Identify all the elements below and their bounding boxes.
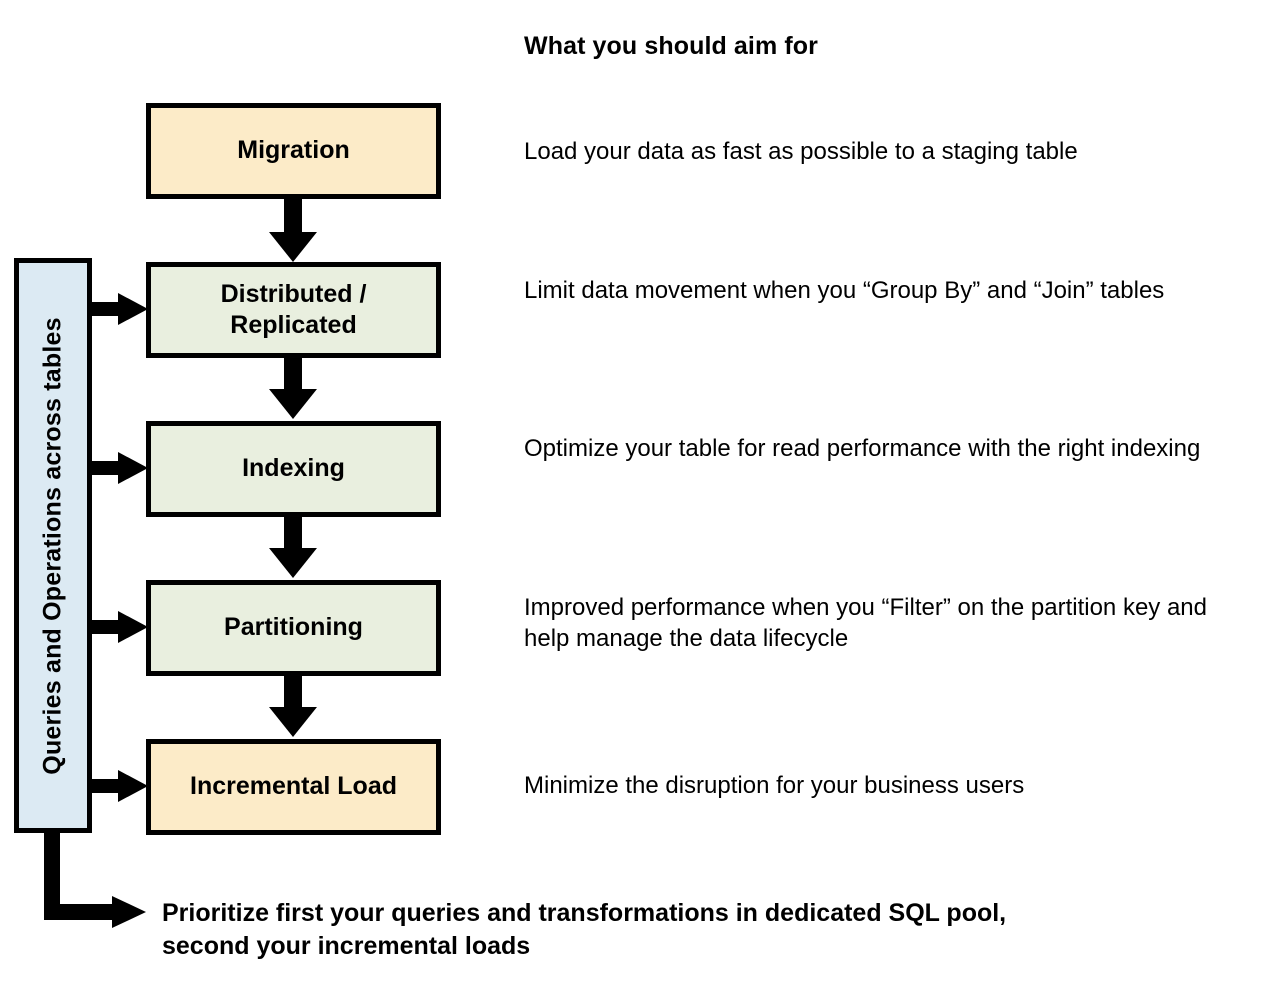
stage-description-migration: Load your data as fast as possible to a … bbox=[524, 138, 1078, 165]
page-title: What you should aim for bbox=[524, 32, 818, 60]
vertical-arrow-partitioning-to-incremental bbox=[269, 675, 317, 737]
footer-note-line-1: Prioritize first your queries and transf… bbox=[162, 899, 1007, 927]
elbow-arrow-to-footer bbox=[44, 828, 146, 928]
stage-box-indexing[interactable]: Indexing bbox=[146, 421, 441, 517]
stage-label-distributed-replicated: Distributed / Replicated bbox=[220, 279, 367, 339]
sidebar-arrow-indexing bbox=[90, 452, 148, 484]
stage-description-indexing: Optimize your table for read performance… bbox=[524, 435, 1201, 462]
vertical-arrow-migration-to-distributed bbox=[269, 198, 317, 262]
stage-description-distributed-replicated: Limit data movement when you “Group By” … bbox=[524, 277, 1165, 304]
stage-label-incremental-load: Incremental Load bbox=[190, 772, 397, 801]
queries-operations-bar-label: Queries and Operations across tables bbox=[38, 316, 67, 775]
vertical-arrow-indexing-to-partitioning bbox=[269, 516, 317, 578]
stage-label-indexing: Indexing bbox=[242, 454, 345, 483]
footer-note-line-2: second your incremental loads bbox=[162, 932, 531, 960]
stage-label-migration: Migration bbox=[237, 136, 350, 165]
footer-note: Prioritize first your queries and transf… bbox=[162, 897, 1212, 963]
stage-label-partitioning: Partitioning bbox=[224, 613, 363, 642]
sidebar-arrow-distributed bbox=[90, 293, 148, 325]
stage-box-incremental-load[interactable]: Incremental Load bbox=[146, 739, 441, 835]
sidebar-arrow-incremental bbox=[90, 770, 148, 802]
stage-box-migration[interactable]: Migration bbox=[146, 103, 441, 199]
vertical-arrow-distributed-to-indexing bbox=[269, 357, 317, 419]
sidebar-arrow-partitioning bbox=[90, 611, 148, 643]
stage-box-distributed-replicated[interactable]: Distributed / Replicated bbox=[146, 262, 441, 358]
stage-description-partitioning: Improved performance when you “Filter” o… bbox=[524, 594, 1208, 653]
queries-operations-bar: Queries and Operations across tables bbox=[14, 258, 92, 833]
stage-description-incremental-load: Minimize the disruption for your busines… bbox=[524, 772, 1025, 799]
stage-box-partitioning[interactable]: Partitioning bbox=[146, 580, 441, 676]
